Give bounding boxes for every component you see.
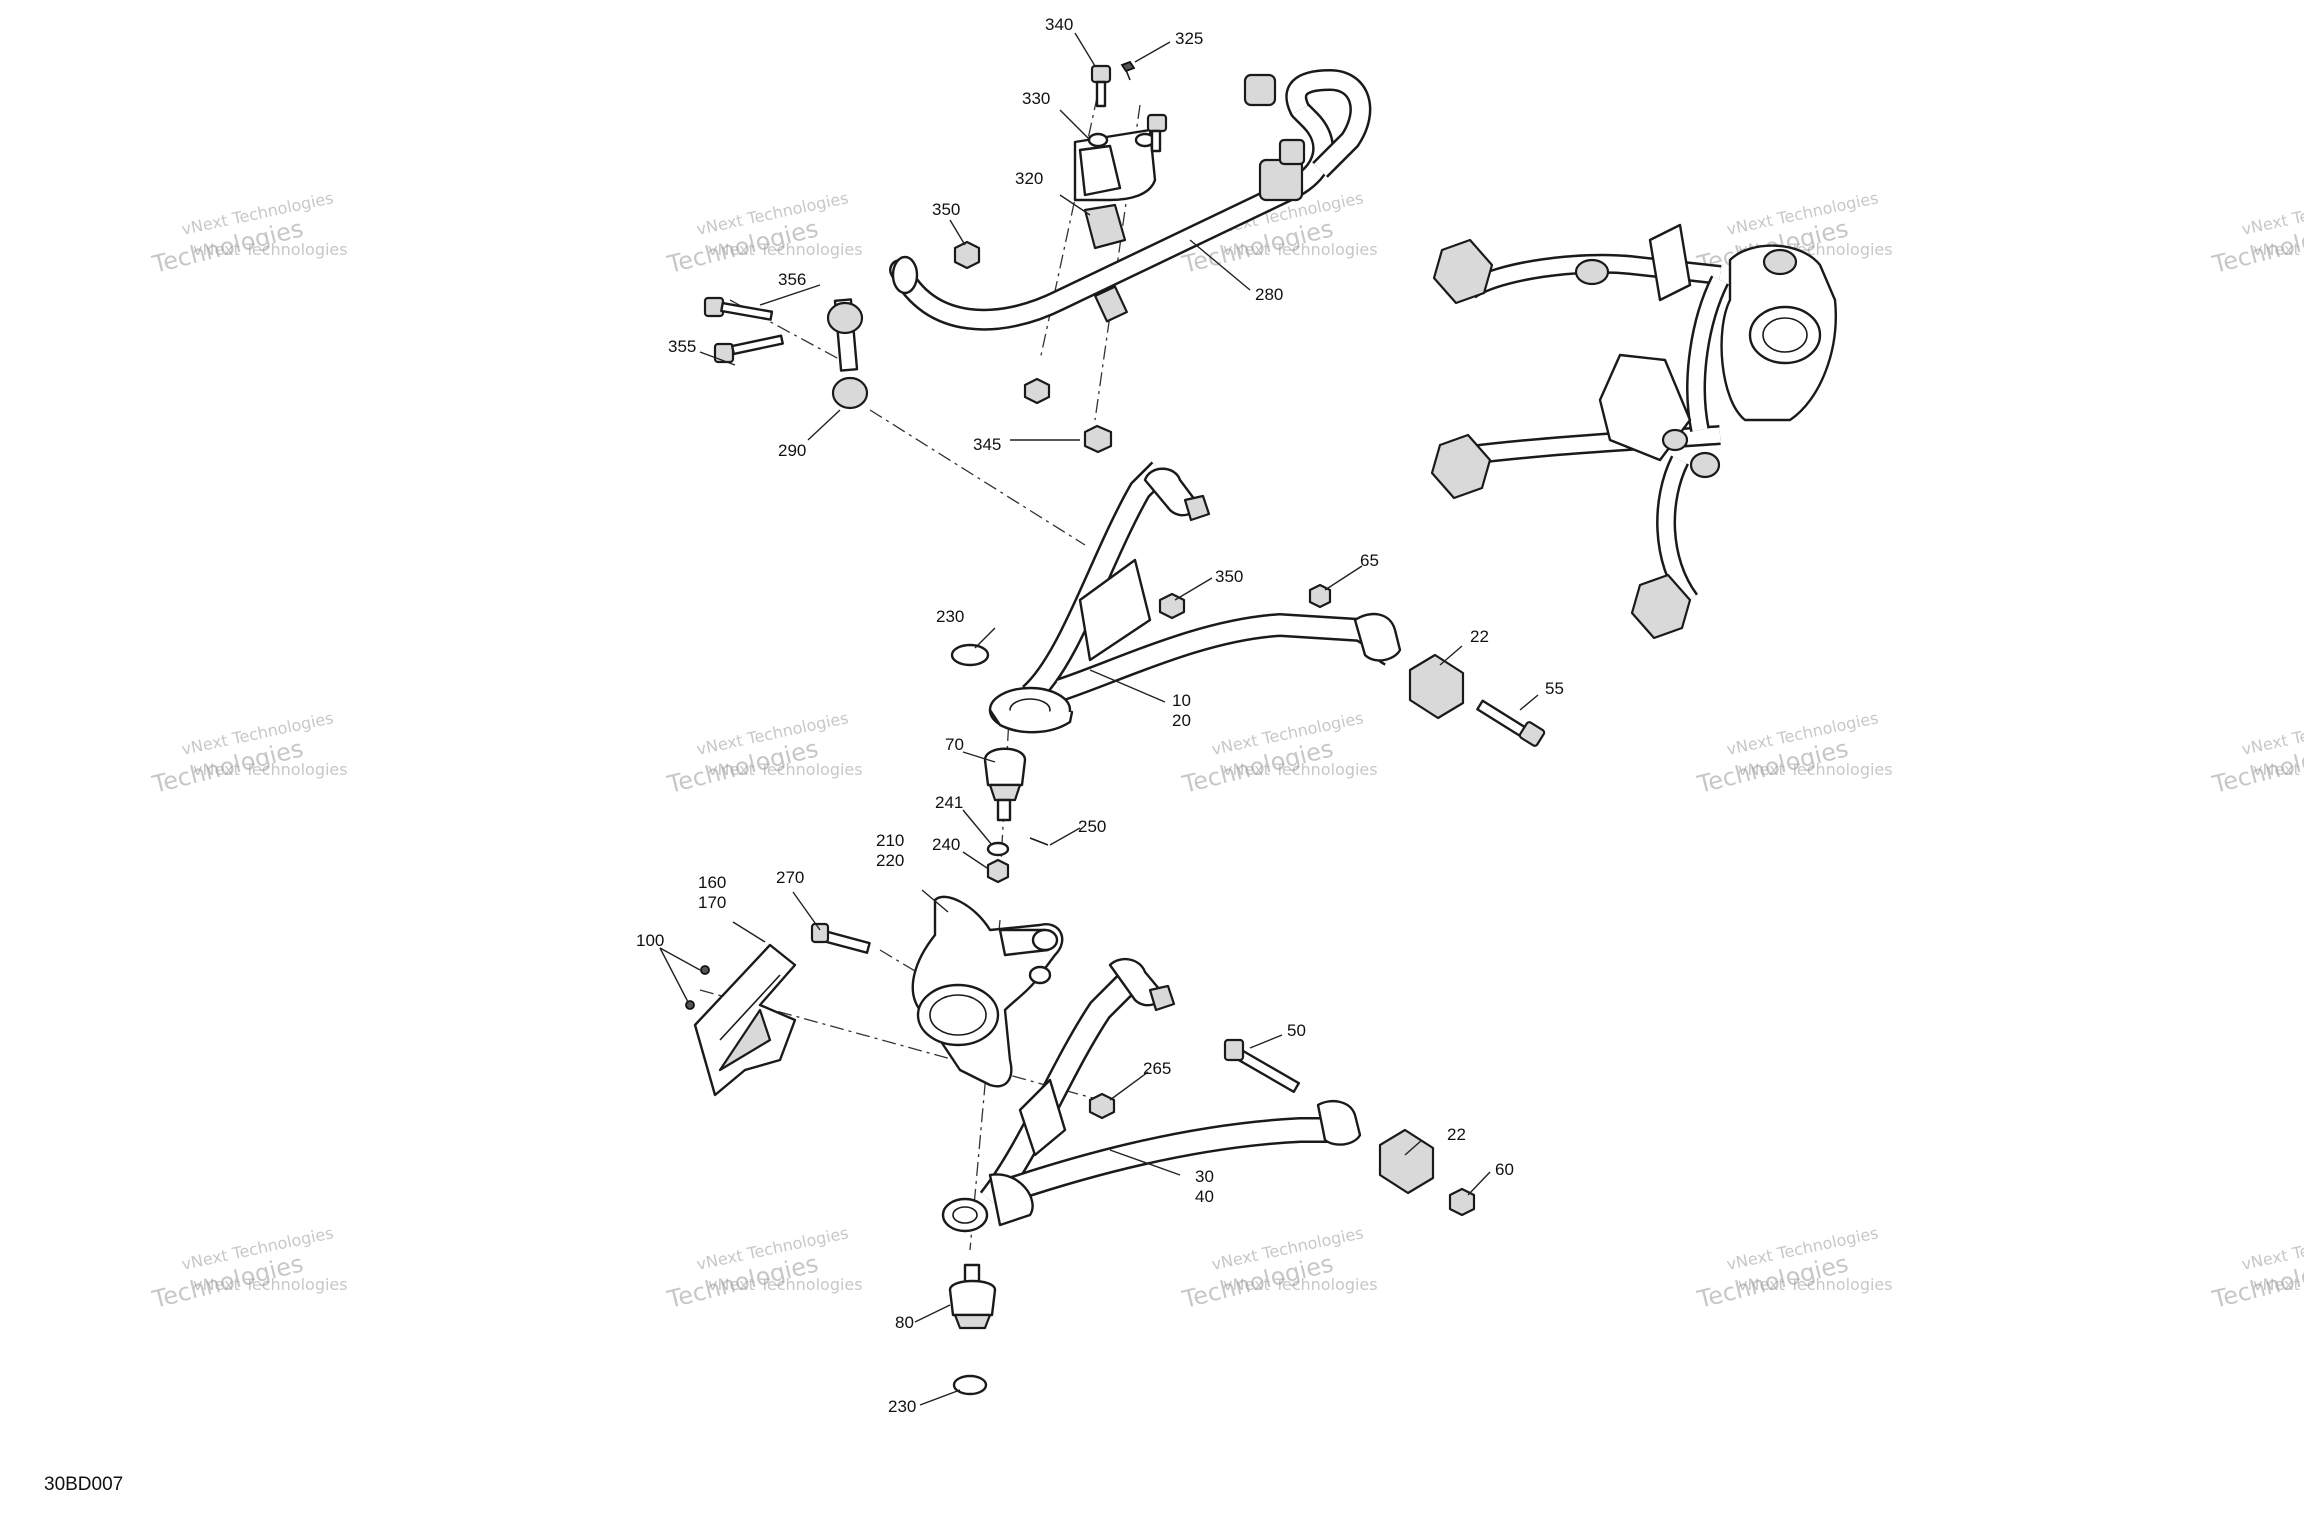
upper-arm-hardware bbox=[950, 583, 1546, 747]
watermark-text: vNext Technologies bbox=[193, 240, 348, 259]
callout-160: 160 bbox=[698, 873, 726, 892]
watermark-text: vNext Technologies bbox=[1223, 1275, 1378, 1294]
diagram-reference-code: 30BD007 bbox=[44, 1474, 123, 1495]
callout-60: 60 bbox=[1495, 1160, 1514, 1179]
callout-22-upper: 22 bbox=[1470, 627, 1489, 646]
watermark-text: vNext Technologies bbox=[1223, 240, 1378, 259]
callout-355: 355 bbox=[668, 337, 696, 356]
callout-leaders bbox=[659, 32, 1539, 1406]
callout-30: 30 bbox=[1195, 1167, 1214, 1186]
stabilizer-link bbox=[703, 296, 869, 410]
bushing-clamp bbox=[1073, 128, 1157, 250]
callout-350-mid: 350 bbox=[1215, 567, 1243, 586]
bolts-top bbox=[1090, 60, 1168, 153]
callout-230-bottom: 230 bbox=[888, 1397, 916, 1416]
callout-240: 240 bbox=[932, 835, 960, 854]
callout-330: 330 bbox=[1022, 89, 1050, 108]
upper-ball-joint bbox=[983, 747, 1049, 884]
watermark-text: vNext Technologies bbox=[2253, 1275, 2304, 1294]
callout-230-top: 230 bbox=[936, 607, 964, 626]
lower-ball-joint bbox=[948, 1263, 997, 1396]
watermark-text: vNext Technologies bbox=[1738, 760, 1893, 779]
watermark-text: vNext Technologies bbox=[2253, 760, 2304, 779]
watermark-text: vNext Technologies bbox=[1738, 1275, 1893, 1294]
watermark-text: vNext Technologies bbox=[708, 240, 863, 259]
callout-241: 241 bbox=[935, 793, 963, 812]
callout-50: 50 bbox=[1287, 1021, 1306, 1040]
brake-shield bbox=[685, 943, 797, 1097]
callout-210: 210 bbox=[876, 831, 904, 850]
callout-70: 70 bbox=[945, 735, 964, 754]
watermark-text: vNext Technologies bbox=[708, 1275, 863, 1294]
callout-350-top: 350 bbox=[932, 200, 960, 219]
callout-290: 290 bbox=[778, 441, 806, 460]
callout-270: 270 bbox=[776, 868, 804, 887]
upper-a-arm bbox=[988, 461, 1402, 734]
stabilizer-bar bbox=[889, 68, 1372, 331]
callout-40: 40 bbox=[1195, 1187, 1214, 1206]
callout-356: 356 bbox=[778, 270, 806, 289]
lower-a-arm bbox=[941, 957, 1362, 1233]
steering-knuckle bbox=[810, 895, 1064, 1088]
assembled-suspension-view bbox=[1430, 223, 1837, 640]
watermark-text: vNext Technologies bbox=[708, 760, 863, 779]
callout-265: 265 bbox=[1143, 1059, 1171, 1078]
callout-280: 280 bbox=[1255, 285, 1283, 304]
watermark-text: vNext Technologies bbox=[1223, 760, 1378, 779]
watermark-text: vNext Technologies bbox=[2253, 240, 2304, 259]
callout-100: 100 bbox=[636, 931, 664, 950]
callout-220: 220 bbox=[876, 851, 904, 870]
callout-250: 250 bbox=[1078, 817, 1106, 836]
callout-340: 340 bbox=[1045, 15, 1073, 34]
watermark-text: vNext Technologies bbox=[193, 1275, 348, 1294]
nuts-stabilizer bbox=[953, 240, 1113, 454]
lower-arm-hardware bbox=[1088, 1038, 1476, 1217]
callout-320: 320 bbox=[1015, 169, 1043, 188]
callout-345: 345 bbox=[973, 435, 1001, 454]
callout-80: 80 bbox=[895, 1313, 914, 1332]
callout-65: 65 bbox=[1360, 551, 1379, 570]
callout-10: 10 bbox=[1172, 691, 1191, 710]
callout-20: 20 bbox=[1172, 711, 1191, 730]
callout-labels: 340 325 330 320 350 356 355 290 345 280 … bbox=[636, 15, 1564, 1416]
watermark-text: vNext Technologies bbox=[193, 760, 348, 779]
callout-55: 55 bbox=[1545, 679, 1564, 698]
callout-325: 325 bbox=[1175, 29, 1203, 48]
callout-22-lower: 22 bbox=[1447, 1125, 1466, 1144]
callout-170: 170 bbox=[698, 893, 726, 912]
